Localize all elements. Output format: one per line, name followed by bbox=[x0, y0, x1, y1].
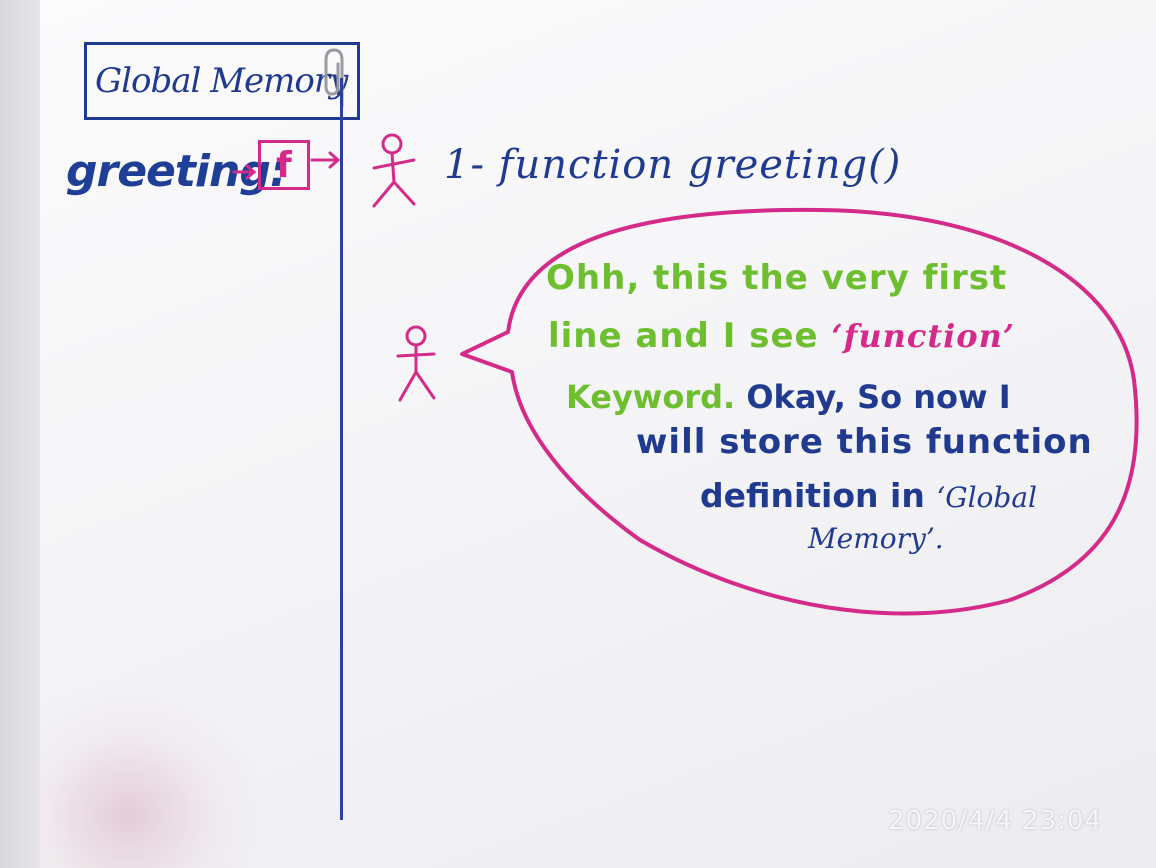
pointer-arrow-icon bbox=[310, 151, 341, 169]
thought-line-3: Keyword. Okay, So now I bbox=[566, 378, 1011, 416]
global-memory-box: Global Memory bbox=[84, 42, 360, 120]
function-keyword: ‘function’ bbox=[831, 317, 1016, 355]
thought-line-4: will store this function bbox=[636, 422, 1093, 462]
thought-line-1: Ohh, this the very first bbox=[546, 258, 1008, 298]
page-edge-shadow bbox=[0, 0, 44, 868]
arrow-icon bbox=[232, 164, 257, 180]
photo-timestamp: 2020/4/4 23:04 bbox=[888, 806, 1102, 836]
thought-line-3-text: Okay, So now I bbox=[735, 378, 1011, 416]
paper-clip-icon bbox=[324, 48, 344, 108]
global-quote: ‘Global bbox=[936, 481, 1037, 514]
code-line: 1- function greeting() bbox=[444, 142, 902, 188]
stick-figure-icon bbox=[396, 325, 436, 402]
thought-line-5-text: definition in bbox=[700, 476, 937, 515]
thought-line-6: Memory’. bbox=[808, 522, 944, 555]
thought-line-5: definition in ‘Global bbox=[700, 476, 1037, 515]
thought-line-2: line and I see ‘function’ bbox=[548, 316, 1015, 356]
memory-divider-line bbox=[340, 78, 343, 820]
function-box: f bbox=[258, 140, 310, 190]
stick-figure-icon bbox=[372, 133, 416, 208]
paper-stain bbox=[40, 690, 260, 868]
notebook-page bbox=[40, 0, 1156, 868]
global-memory-title: Global Memory bbox=[95, 61, 348, 101]
keyword-word: Keyword. bbox=[566, 378, 736, 416]
thought-line-2-text: line and I see bbox=[548, 316, 832, 356]
